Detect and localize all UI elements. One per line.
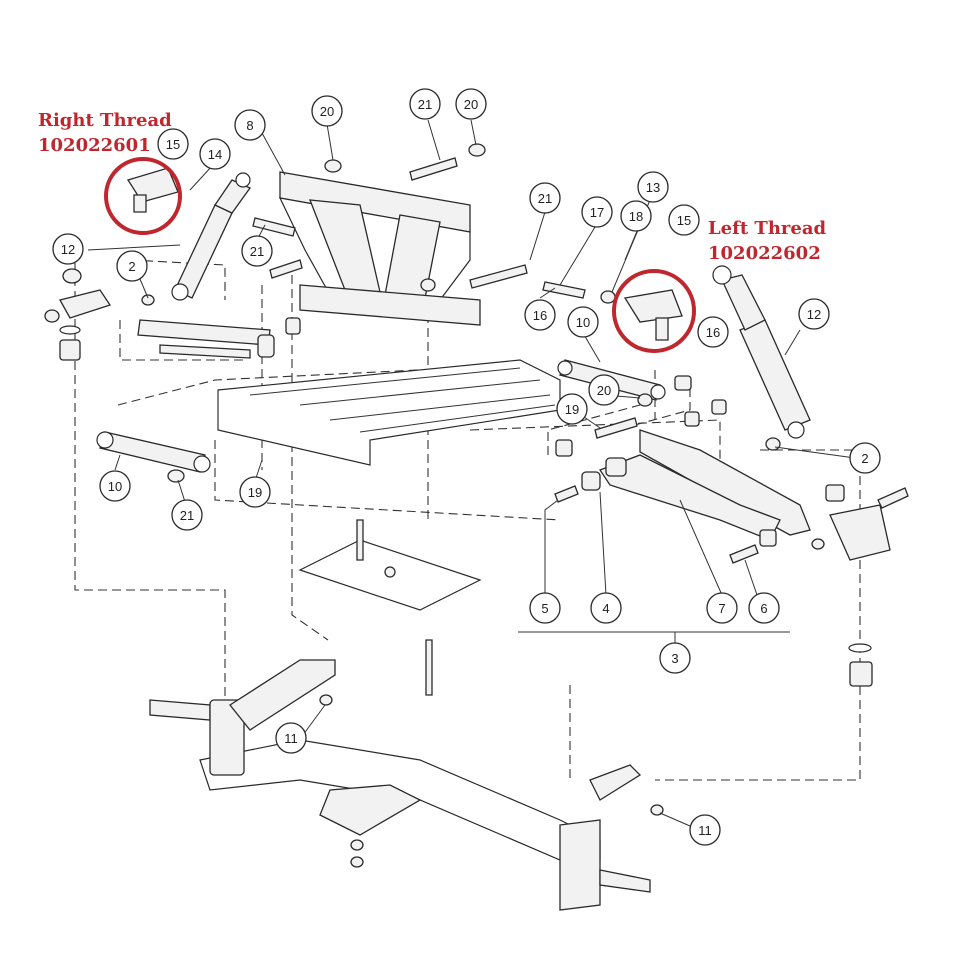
svg-text:11: 11: [284, 731, 298, 746]
callout-5: 5: [529, 592, 561, 624]
callout-10: 10: [567, 306, 599, 338]
chassis-floor: [217, 359, 561, 466]
svg-text:20: 20: [597, 383, 611, 398]
tie-rod-end-right: [126, 167, 179, 213]
callout-3: 3: [659, 642, 691, 674]
svg-text:3: 3: [671, 651, 678, 666]
callout-16: 16: [524, 299, 556, 331]
svg-text:5: 5: [541, 601, 548, 616]
svg-text:14: 14: [208, 147, 222, 162]
right-thread-label: Right Thread: [38, 110, 172, 131]
callout-21: 21: [529, 182, 561, 214]
callout-2: 2: [116, 250, 148, 282]
left-thread-part-number: 102022602: [708, 243, 821, 264]
highlight-left-thread: Left Thread 102022602: [612, 218, 827, 353]
callout-16: 16: [697, 316, 729, 348]
callouts: 8 20 21 20 15 14 13 21 17 18 15 12 2 21 …: [52, 88, 881, 846]
callout-8: 8: [234, 109, 266, 141]
left-thread-label: Left Thread: [708, 218, 827, 239]
shock-absorber-right: [712, 265, 811, 439]
tie-rod-end-left: [623, 289, 683, 341]
svg-text:20: 20: [464, 97, 478, 112]
front-axle-assembly: [149, 659, 664, 911]
svg-text:10: 10: [108, 479, 122, 494]
callout-12: 12: [52, 233, 84, 265]
control-arms: [96, 319, 811, 541]
svg-text:15: 15: [677, 213, 691, 228]
svg-text:21: 21: [250, 244, 264, 259]
callout-10: 10: [99, 470, 131, 502]
callout-21: 21: [241, 235, 273, 267]
callout-15: 15: [668, 204, 700, 236]
callout-17: 17: [581, 196, 613, 228]
callout-15: 15: [157, 128, 189, 160]
highlight-right-thread: Right Thread 102022601: [38, 110, 182, 235]
svg-text:7: 7: [718, 601, 725, 616]
callout-18: 18: [620, 200, 652, 232]
svg-text:16: 16: [533, 308, 547, 323]
svg-text:21: 21: [538, 191, 552, 206]
callout-19: 19: [239, 476, 271, 508]
callout-13: 13: [637, 171, 669, 203]
hardware: [44, 143, 909, 687]
svg-text:2: 2: [128, 259, 135, 274]
svg-text:18: 18: [629, 209, 643, 224]
callout-20: 20: [588, 374, 620, 406]
shock-absorber-left: [171, 172, 251, 301]
callout-21: 21: [409, 88, 441, 120]
callout-14: 14: [199, 138, 231, 170]
svg-text:15: 15: [166, 137, 180, 152]
callout-20: 20: [455, 88, 487, 120]
svg-text:8: 8: [246, 118, 253, 133]
callout-2: 2: [849, 442, 881, 474]
svg-text:19: 19: [248, 485, 262, 500]
svg-text:12: 12: [807, 307, 821, 322]
svg-text:2: 2: [861, 451, 868, 466]
callout-21: 21: [171, 499, 203, 531]
svg-text:17: 17: [590, 205, 604, 220]
svg-text:13: 13: [646, 180, 660, 195]
callout-7: 7: [706, 592, 738, 624]
callout-4: 4: [590, 592, 622, 624]
svg-text:6: 6: [760, 601, 767, 616]
callout-19: 19: [556, 393, 588, 425]
svg-text:21: 21: [180, 508, 194, 523]
svg-text:11: 11: [698, 823, 712, 838]
svg-text:20: 20: [320, 104, 334, 119]
callout-6: 6: [748, 592, 780, 624]
callout-20: 20: [311, 95, 343, 127]
svg-text:10: 10: [576, 315, 590, 330]
callout-12: 12: [798, 298, 830, 330]
svg-text:19: 19: [565, 402, 579, 417]
mounting-plate: [298, 519, 482, 696]
callout-11: 11: [689, 814, 721, 846]
right-thread-part-number: 102022601: [38, 135, 151, 156]
svg-text:4: 4: [602, 601, 609, 616]
svg-text:21: 21: [418, 97, 432, 112]
frame-cross-member: [278, 171, 481, 326]
svg-text:16: 16: [706, 325, 720, 340]
svg-text:12: 12: [61, 242, 75, 257]
callout-11: 11: [275, 722, 307, 754]
